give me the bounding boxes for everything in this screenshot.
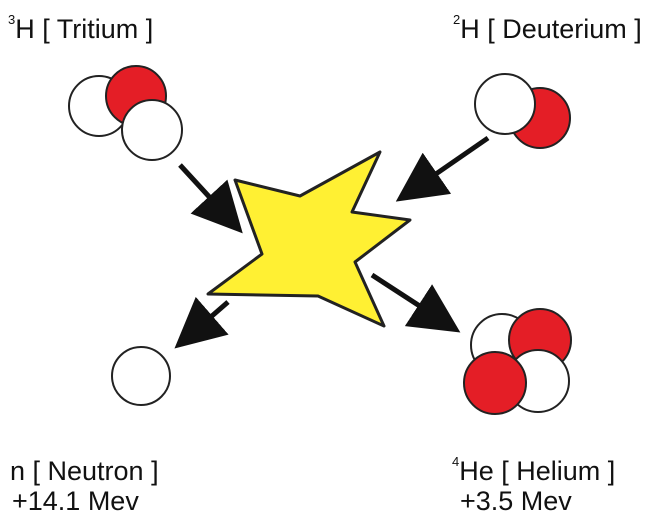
helium-energy: +3.5 Mev [460,486,572,516]
deuterium-label: 2H [ Deuterium ] [453,13,642,44]
deuterium-label-text: H [ Deuterium ] [460,14,642,44]
tritium-label-text: H [ Tritium ] [15,14,154,44]
neutron-label: n [ Neutron ] [10,458,159,485]
tritium-nucleus [68,65,183,161]
tritium-neutron-2 [121,99,183,161]
helium-label-text: He [ Helium ] [459,456,616,486]
helium-nucleus [463,308,572,415]
tritium-label: 3H [ Tritium ] [8,13,154,44]
free-neutron [111,346,171,406]
deuterium-nucleus [474,73,571,149]
helium-label: 4He [ Helium ] [452,455,616,486]
tritium-arrow [178,163,243,234]
fusion-star-icon [206,150,412,328]
deuterium-mass-number: 2 [453,12,461,27]
deuterium-neutron [474,73,536,135]
helium-arrow [370,272,461,333]
tritium-mass-number: 3 [8,12,16,27]
neutron-label-text: n [ Neutron ] [10,456,159,486]
helium-mass-number: 4 [452,454,460,469]
helium-proton-2 [463,351,527,415]
neutron-arrow [174,296,230,349]
neutron-energy: +14.1 Mev [12,486,139,516]
deuterium-arrow [395,135,490,202]
